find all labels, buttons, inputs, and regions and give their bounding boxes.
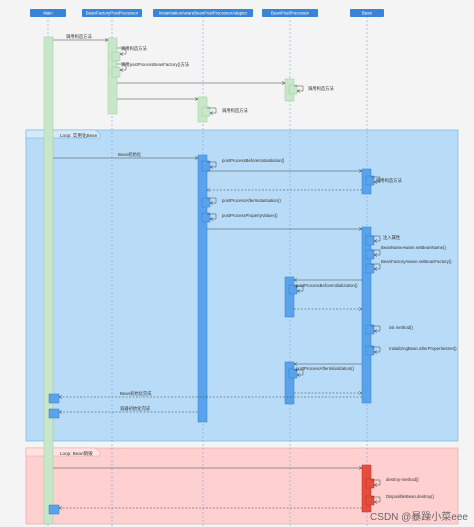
activation-main <box>43 36 54 525</box>
message-return <box>58 506 362 510</box>
self-message <box>117 47 127 56</box>
activation-bpp-a <box>284 276 295 318</box>
self-message <box>207 107 217 115</box>
self-message <box>371 263 381 271</box>
message-label: postProcessBeforeInstantiation() <box>222 158 285 163</box>
message-label: DisposibleBean.destroy() <box>386 494 435 499</box>
message-call <box>293 278 362 282</box>
activation-iabppa-nested <box>201 160 211 172</box>
message-label: BeanFactoryAware.setBeanFactory() <box>381 259 452 264</box>
participant-label: Main <box>43 11 53 16</box>
message-call <box>293 362 362 366</box>
activation-bean-a-nested <box>365 175 375 186</box>
activation-iabppa-early-nested <box>201 106 211 117</box>
message-call <box>53 38 109 42</box>
message-return <box>58 395 362 399</box>
participant-label: Bean <box>362 11 373 16</box>
activation-iabppa-nested <box>201 212 211 223</box>
self-message <box>371 479 381 487</box>
participant-iabppa: InstantiationAwareBeanPostProcessorAdapt… <box>153 9 253 17</box>
message-label: postProcessPropertyValues() <box>222 213 278 218</box>
self-message <box>371 235 381 243</box>
self-message <box>117 63 127 72</box>
self-message <box>371 249 381 257</box>
activation-bean-b-nested <box>365 263 375 274</box>
message-return <box>294 391 363 395</box>
participant-label: BeanPostProcessor <box>271 11 310 16</box>
self-message <box>207 161 217 169</box>
activation-main-return <box>48 393 60 404</box>
message-return <box>58 410 198 414</box>
message-label: destroy-method() <box>386 477 419 482</box>
message-return <box>206 188 362 192</box>
message-label: 容器初始化完成 <box>120 405 151 412</box>
participant-label: BeanFactoryPostProcessor <box>86 11 139 16</box>
message-label: 注入属性 <box>383 234 401 241</box>
activation-bpp-early-nested <box>288 84 298 95</box>
message-label: postProcessAfterInstantiation() <box>222 198 281 203</box>
self-message <box>371 496 381 504</box>
activation-bean-b-nested <box>365 324 375 335</box>
participant-bfpp: BeanFactoryPostProcessor <box>82 9 142 17</box>
watermark: CSDN @暴躁小菜eee <box>370 511 468 523</box>
message-label: postProcessAfterInitialization() <box>296 366 355 371</box>
message-label: 调用构造方法 <box>308 85 334 92</box>
message-call <box>117 97 199 101</box>
activation-iabppa-nested <box>201 197 211 208</box>
message-label: 调用构造方法 <box>121 45 147 52</box>
message-call <box>117 81 286 85</box>
activation-main-return <box>48 408 60 419</box>
participant-bpp: BeanPostProcessor <box>262 9 318 17</box>
activation-bean-destroy-nested <box>365 478 375 489</box>
message-label: Bean初始化完成 <box>120 390 152 397</box>
loop-label-instantiate: Loop: 实例化Bean <box>60 132 98 139</box>
activation-bean-destroy <box>361 464 372 513</box>
activation-main-end <box>48 504 60 515</box>
activation-iabppa <box>197 154 208 423</box>
loop-label-destroy: Loop: Bean销毁 <box>60 450 93 457</box>
loop-frame-destroy <box>25 447 459 525</box>
message-call <box>207 169 363 173</box>
message-label: postProcessBeforeInitialization() <box>296 283 358 288</box>
loop-frame-instantiate <box>25 129 459 442</box>
message-label: 调用postProcessBeanFactory()方法 <box>121 61 190 68</box>
self-message <box>371 346 381 354</box>
self-message <box>294 285 304 293</box>
self-message <box>207 213 217 221</box>
self-message <box>294 369 304 377</box>
message-label: InitializingBean.afterPropertiesSet() <box>389 346 457 351</box>
participant-bean: Bean <box>350 9 384 17</box>
activation-bfpp-nested <box>111 51 121 62</box>
activation-bean-destroy-nested <box>365 495 375 506</box>
participant-label: InstantiationAwareBeanPostProcessorAdapt… <box>159 11 248 16</box>
message-label: 调用构造方法 <box>66 33 92 40</box>
activation-bfpp-nested <box>111 66 121 78</box>
message-label: 调用构造方法 <box>222 107 248 114</box>
message-label: 调用构造方法 <box>376 177 402 184</box>
activation-bean-b <box>361 226 372 404</box>
message-return <box>294 307 363 311</box>
activation-bean-b-nested <box>365 249 375 260</box>
self-message <box>294 85 304 93</box>
message-label: Bean初始化 <box>118 151 142 158</box>
self-message <box>207 197 217 205</box>
message-call <box>207 227 363 231</box>
message-label: BeanNameAware.setBeanName() <box>381 245 446 250</box>
self-message <box>371 325 381 333</box>
message-call <box>53 156 199 160</box>
activation-bpp-a-nested <box>288 284 298 295</box>
activation-bean-b-nested <box>365 345 375 356</box>
message-label: init method() <box>389 325 413 330</box>
activation-bpp-b-nested <box>288 368 298 379</box>
self-message <box>371 176 381 184</box>
activation-bpp-b <box>284 361 295 405</box>
message-call <box>53 466 363 470</box>
participant-main: Main <box>30 9 66 17</box>
activation-bean-b-nested <box>365 235 375 246</box>
